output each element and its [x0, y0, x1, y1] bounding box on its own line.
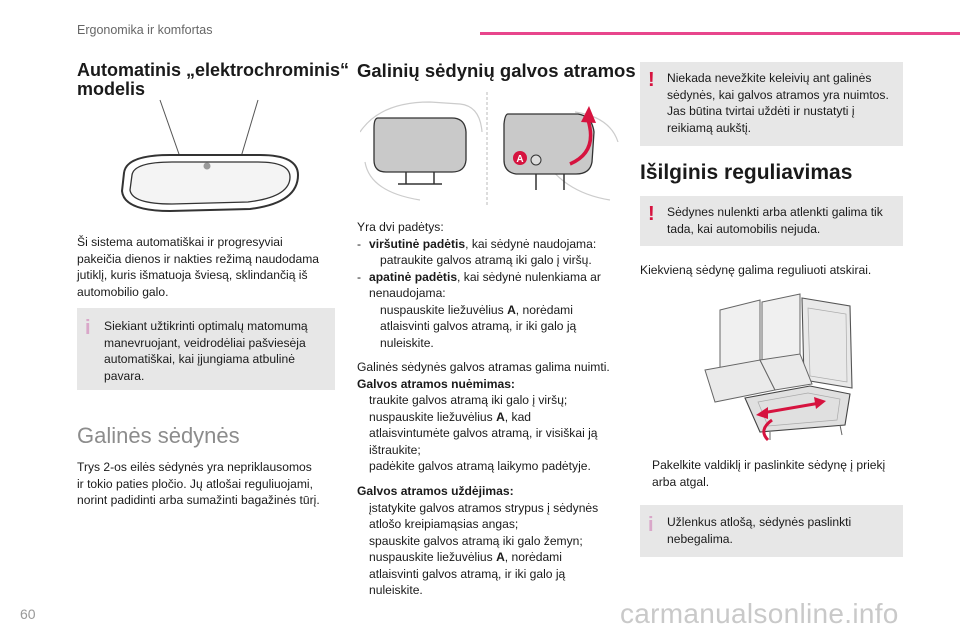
- info-icon: i: [648, 514, 654, 536]
- slide-instruction: Pakelkite valdiklį ir paslinkite sėdynę …: [652, 458, 886, 489]
- warning-icon: !: [648, 69, 655, 91]
- headrest-removal: Galinės sėdynės galvos atramas galima nu…: [357, 360, 610, 473]
- warning-icon: !: [648, 203, 655, 225]
- info-note-mirror: i Siekiant užtikrinti optimalų matomumą …: [77, 308, 335, 390]
- headrest-illustration: A: [360, 92, 619, 207]
- mirror-heading: Automatinis „elektrochrominis“ modelis: [77, 60, 350, 99]
- headrest-positions: Yra dvi padėtys: - viršutinė padėtis, ka…: [357, 220, 601, 350]
- mirror-description: Ši sistema automatiškai ir progresyviai …: [77, 235, 320, 299]
- warning-note-headrests: ! Niekada nevežkite keleivių ant galinės…: [640, 62, 903, 146]
- rear-view-mirror-illustration: [120, 99, 300, 213]
- headrest-heading: Galinių sėdynių galvos atramos: [357, 60, 636, 81]
- rear-seats-heading: Galinės sėdynės: [77, 423, 240, 448]
- page-number: 60: [20, 606, 36, 622]
- warning-note-seats: ! Sėdynes nulenkti arba atlenkti galima …: [640, 196, 903, 246]
- figure-label-a: A: [516, 154, 523, 165]
- headrest-installation: Galvos atramos uždėjimas: įstatykite gal…: [357, 484, 599, 597]
- longitudinal-adjustment-heading: Išilginis reguliavimas: [640, 161, 853, 184]
- info-icon: i: [85, 317, 91, 339]
- chapter-accent-bar: [480, 32, 960, 35]
- chapter-title: Ergonomika ir komfortas: [77, 23, 213, 37]
- each-seat-note: Kiekvieną sėdynę galima reguliuoti atski…: [640, 263, 872, 277]
- watermark-text: carmanualsonline.info: [620, 598, 899, 629]
- info-note-seat-slide: i Užlenkus atlošą, sėdynės paslinkti neb…: [640, 505, 903, 557]
- rear-seat-slide-illustration: [704, 293, 853, 442]
- rear-seats-description: Trys 2-os eilės sėdynės yra nepriklausom…: [77, 460, 320, 507]
